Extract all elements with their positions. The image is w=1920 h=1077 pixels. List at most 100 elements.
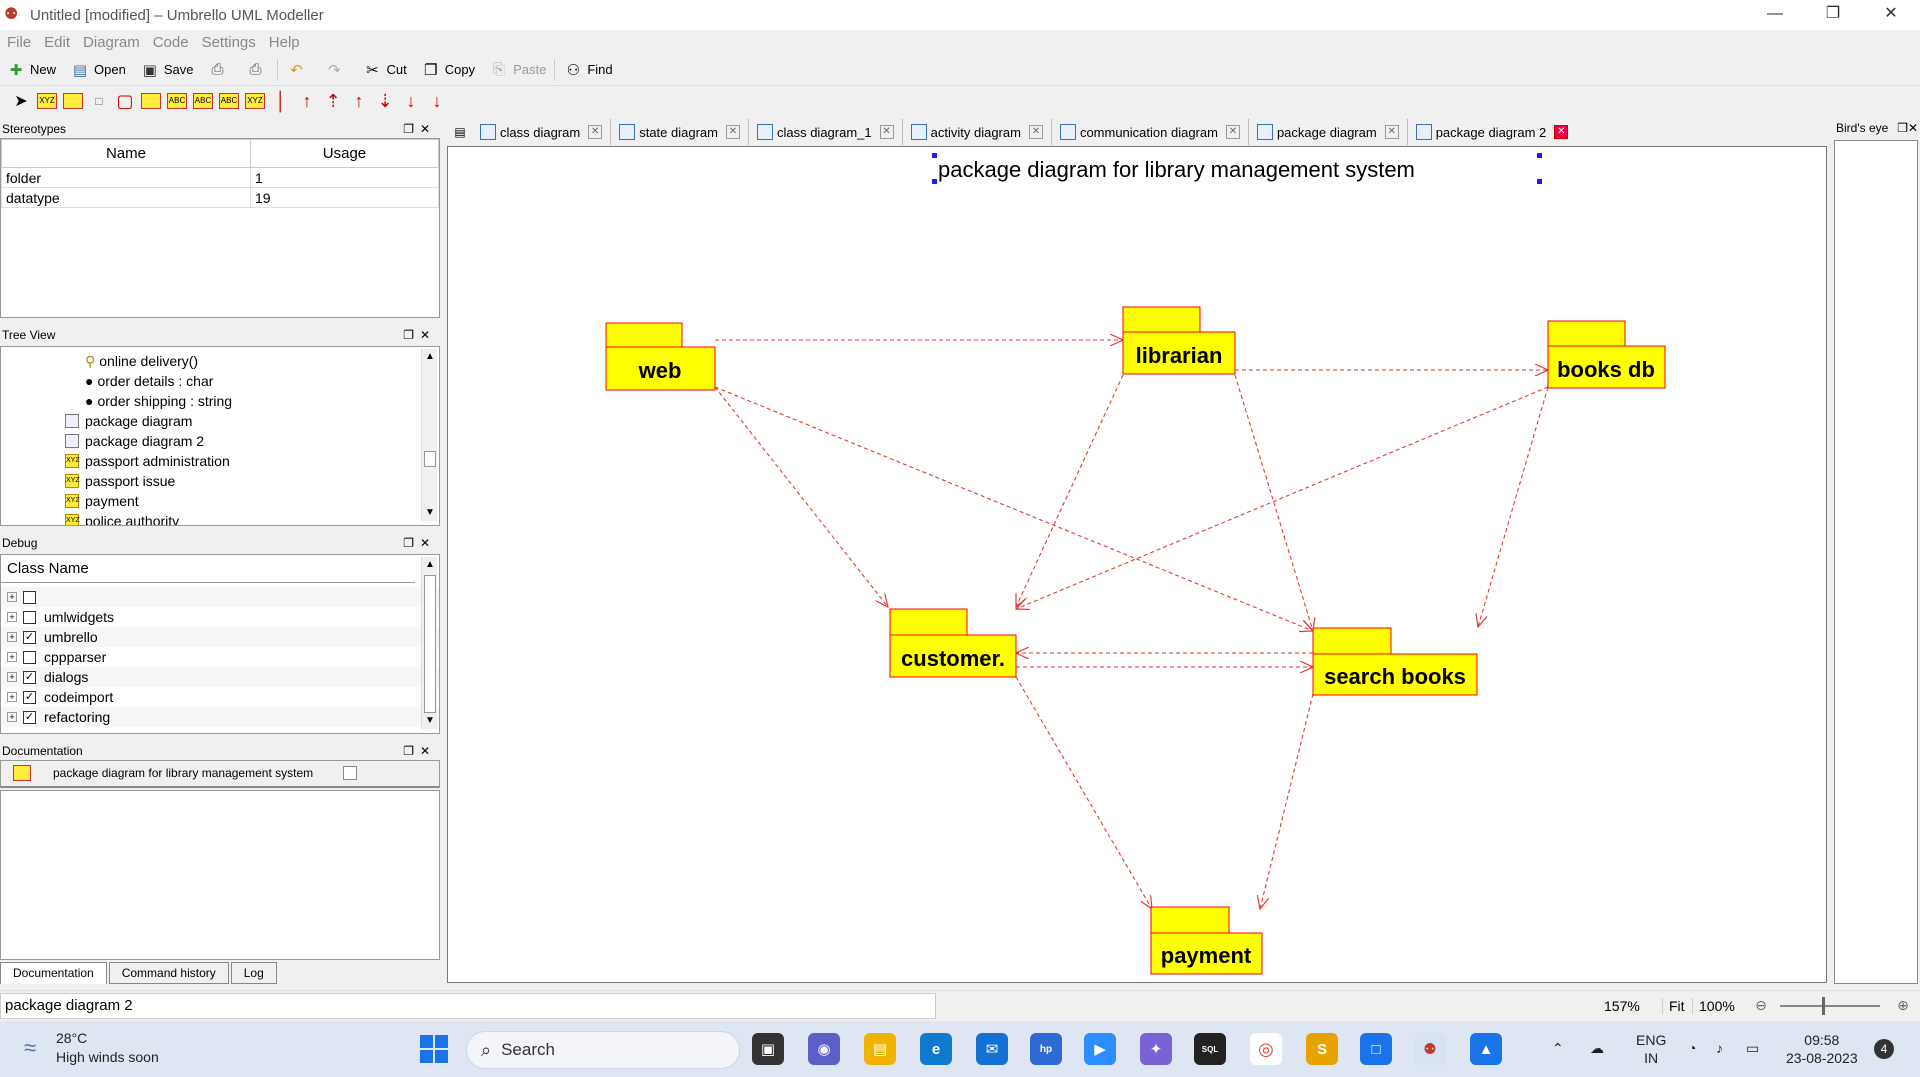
box-tool-icon[interactable]: ▢ [116, 90, 134, 111]
list-item[interactable]: +cppparser [1, 647, 439, 667]
package-web[interactable]: web [605, 322, 716, 391]
teams-chat-icon[interactable]: ◉ [808, 1033, 840, 1065]
menu-settings[interactable]: Settings [201, 33, 256, 51]
clock[interactable]: 09:58 23-08-2023 [1786, 1031, 1858, 1067]
dock-float-close-controls[interactable]: ❐✕ [403, 744, 436, 758]
list-item[interactable]: + [1, 587, 439, 607]
class-tool-icon[interactable]: XYZ [34, 88, 60, 114]
app-window-icon[interactable]: □ [1360, 1033, 1392, 1065]
print-button[interactable]: ⎙ [207, 60, 231, 80]
expand-icon[interactable]: + [7, 652, 17, 662]
scroll-up-icon[interactable]: ▲ [425, 351, 435, 362]
expand-icon[interactable]: + [7, 692, 17, 702]
dependency-arrow-librarian-searchbooks[interactable] [1234, 374, 1313, 631]
anchor-arrow-icon[interactable]: ↓ [432, 90, 442, 111]
photos-icon[interactable]: ▲ [1470, 1033, 1502, 1065]
package-search-books[interactable]: search books [1312, 627, 1478, 696]
dependency-arrow-web-customer[interactable] [714, 386, 888, 607]
association-arrow-icon[interactable]: ↑ [354, 90, 364, 111]
zoom-slider[interactable] [1780, 1005, 1880, 1007]
menu-edit[interactable]: Edit [44, 33, 71, 51]
file-explorer-icon[interactable]: ▤ [864, 1033, 896, 1065]
checkbox[interactable] [23, 590, 36, 604]
taskbar-search[interactable]: ⌕Search [466, 1031, 740, 1069]
chevron-up-icon[interactable]: ⌃ [1552, 1040, 1564, 1056]
zoom-out-icon[interactable]: ⊖ [1755, 996, 1767, 1013]
documentation-textarea[interactable] [0, 790, 440, 960]
list-item[interactable]: +✓umbrello [1, 627, 439, 647]
open-button[interactable]: ▤Open [70, 60, 126, 80]
new-button[interactable]: ✚New [6, 60, 56, 80]
dependency-arrow-booksdb-customer[interactable] [1016, 386, 1549, 609]
tree-item[interactable]: package diagram 2 [1, 431, 439, 451]
dock-float-close-controls[interactable]: ❐✕ [403, 536, 436, 550]
selection-handle[interactable] [932, 179, 937, 184]
dependency-arrow-web-searchbooks[interactable] [714, 386, 1313, 631]
tab-command-history[interactable]: Command history [108, 962, 229, 984]
expand-icon[interactable]: + [7, 712, 17, 722]
zoom-slider-handle[interactable] [1822, 997, 1825, 1015]
diagram-title[interactable]: package diagram for library management s… [938, 157, 1415, 182]
menu-code[interactable]: Code [152, 33, 189, 51]
minimize-button[interactable]: — [1767, 5, 1783, 22]
enum-tool-icon[interactable]: ABC [190, 88, 216, 114]
volume-icon[interactable]: ♪ [1716, 1040, 1723, 1056]
menu-diagram[interactable]: Diagram [83, 33, 140, 51]
tab-activity-diagram[interactable]: activity diagram✕ [903, 119, 1052, 145]
tab-package-diagram-2[interactable]: package diagram 2✕ [1408, 119, 1577, 145]
select-arrow-icon[interactable]: ➤ [14, 93, 28, 110]
wifi-icon[interactable]: ◔ [1688, 1040, 1697, 1056]
dependency-arrow-icon[interactable]: ↑ [302, 90, 312, 111]
task-view-icon[interactable]: ▣ [752, 1033, 784, 1065]
checkbox-checked[interactable]: ✓ [23, 670, 36, 684]
note-tool-icon[interactable]: □ [95, 94, 103, 108]
paste-button[interactable]: ⎘Paste [489, 60, 546, 80]
menu-file[interactable]: File [7, 33, 32, 51]
checkbox[interactable] [23, 650, 36, 664]
birds-eye-view[interactable] [1834, 140, 1918, 984]
close-tab-icon[interactable]: ✕ [588, 125, 603, 139]
tab-communication-diagram[interactable]: communication diagram✕ [1052, 119, 1249, 145]
tab-package-diagram[interactable]: package diagram✕ [1249, 119, 1408, 145]
scroll-down-icon[interactable]: ▼ [425, 715, 435, 726]
package-customer[interactable]: customer. [889, 608, 1017, 678]
copilot-icon[interactable]: ✦ [1140, 1033, 1172, 1065]
close-tab-icon[interactable]: ✕ [1225, 125, 1240, 139]
zoom-fit-button[interactable]: Fit [1662, 997, 1685, 1014]
table-row[interactable]: datatype 19 [1, 187, 440, 208]
save-button[interactable]: ▣Save [140, 60, 194, 80]
notification-badge[interactable]: 4 [1874, 1039, 1894, 1059]
close-tab-icon[interactable]: ✕ [1554, 125, 1569, 139]
myhp-icon[interactable]: hp [1030, 1033, 1062, 1065]
expand-icon[interactable]: + [7, 612, 17, 622]
dock-float-close-controls[interactable]: ❐✕ [403, 122, 436, 136]
list-item[interactable]: +umlwidgets [1, 607, 439, 627]
maximize-button[interactable]: ❐ [1825, 5, 1841, 22]
column-header-name[interactable]: Name [1, 139, 251, 168]
interface-tool-icon[interactable] [138, 88, 164, 114]
checkbox-checked[interactable]: ✓ [23, 710, 36, 724]
scroll-up-icon[interactable]: ▲ [425, 559, 435, 570]
cut-button[interactable]: ✂Cut [362, 60, 407, 80]
package-books-db[interactable]: books db [1547, 320, 1666, 389]
package-tool-icon[interactable] [60, 88, 86, 114]
column-header-usage[interactable]: Usage [249, 139, 440, 168]
tree-item[interactable]: ●order details : char [1, 371, 439, 391]
tab-class-diagram[interactable]: class diagram✕ [472, 119, 612, 145]
mail-icon[interactable]: ✉ [976, 1033, 1008, 1065]
zoom-100-button[interactable]: 100% [1692, 997, 1735, 1014]
documentation-checkbox[interactable] [343, 766, 357, 780]
containment-arrow-icon[interactable]: ↓ [406, 90, 416, 111]
dock-float-close-controls[interactable]: ❐✕ [1897, 121, 1918, 135]
undo-button[interactable]: ↶ [286, 60, 310, 80]
package-payment[interactable]: payment [1150, 906, 1263, 975]
close-tab-icon[interactable]: ✕ [1028, 125, 1043, 139]
dependency-arrow-librarian-customer[interactable] [1016, 374, 1124, 607]
list-item[interactable]: +✓refactoring [1, 707, 439, 727]
language-indicator[interactable]: ENG IN [1636, 1031, 1666, 1067]
dependency-arrow-customer-payment[interactable] [1015, 676, 1152, 909]
component-tool-icon[interactable]: XYZ [242, 88, 268, 114]
package-librarian[interactable]: librarian [1122, 306, 1236, 375]
